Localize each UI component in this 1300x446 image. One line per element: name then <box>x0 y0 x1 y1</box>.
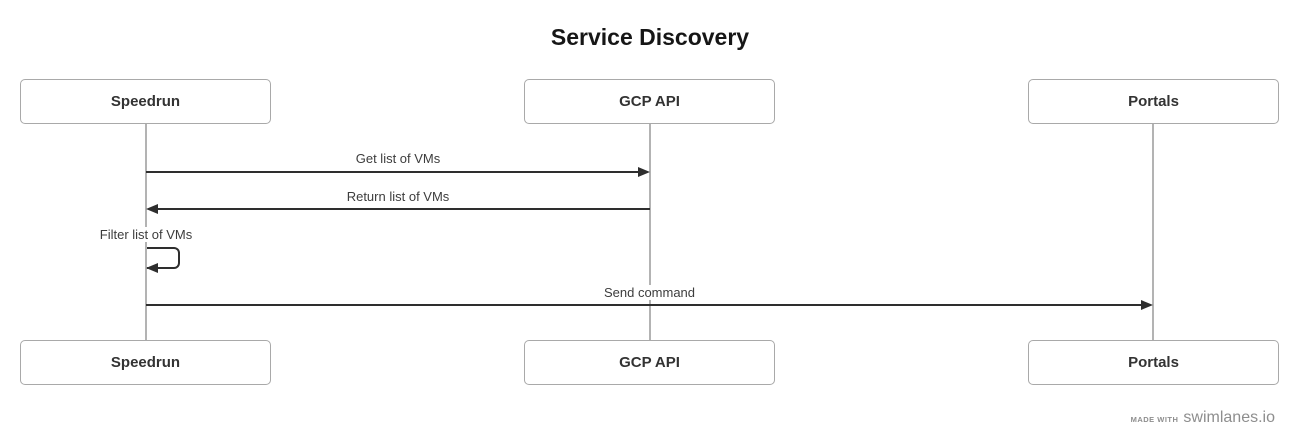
message-line-get-list <box>146 171 640 173</box>
message-line-return-list <box>158 208 650 210</box>
actor-label: GCP API <box>619 354 680 371</box>
actor-box-gcp-api-bottom: GCP API <box>524 340 775 385</box>
actor-box-gcp-api-top: GCP API <box>524 79 775 124</box>
message-label-filter-list: Filter list of VMs <box>46 227 246 243</box>
message-label-get-list: Get list of VMs <box>146 151 650 167</box>
actor-label: Portals <box>1128 354 1179 371</box>
actor-box-portals-bottom: Portals <box>1028 340 1279 385</box>
actor-box-speedrun-top: Speedrun <box>20 79 271 124</box>
self-loop-arrow <box>147 247 180 269</box>
message-label-send-command: Send command <box>146 285 1153 301</box>
actor-box-speedrun-bottom: Speedrun <box>20 340 271 385</box>
arrowhead-left-icon <box>146 263 158 273</box>
arrowhead-right-icon <box>1141 300 1153 310</box>
lifeline-portals <box>1152 124 1154 340</box>
watermark-prefix: MADE WITH <box>1130 415 1179 424</box>
lifeline-gcp-api <box>649 124 651 340</box>
diagram-title: Service Discovery <box>550 24 750 50</box>
actor-label: Speedrun <box>110 93 181 110</box>
message-label-return-list: Return list of VMs <box>146 189 650 205</box>
arrowhead-left-icon <box>146 204 158 214</box>
actor-label: GCP API <box>619 93 680 110</box>
actor-box-portals-top: Portals <box>1028 79 1279 124</box>
swimlanes-brand-link[interactable]: swimlanes.io <box>1183 409 1275 426</box>
actor-label: Speedrun <box>110 354 181 371</box>
message-line-send-command <box>146 304 1141 306</box>
watermark: MADE WITH swimlanes.io <box>1131 409 1275 427</box>
actor-label: Portals <box>1128 93 1179 110</box>
arrowhead-right-icon <box>638 167 650 177</box>
